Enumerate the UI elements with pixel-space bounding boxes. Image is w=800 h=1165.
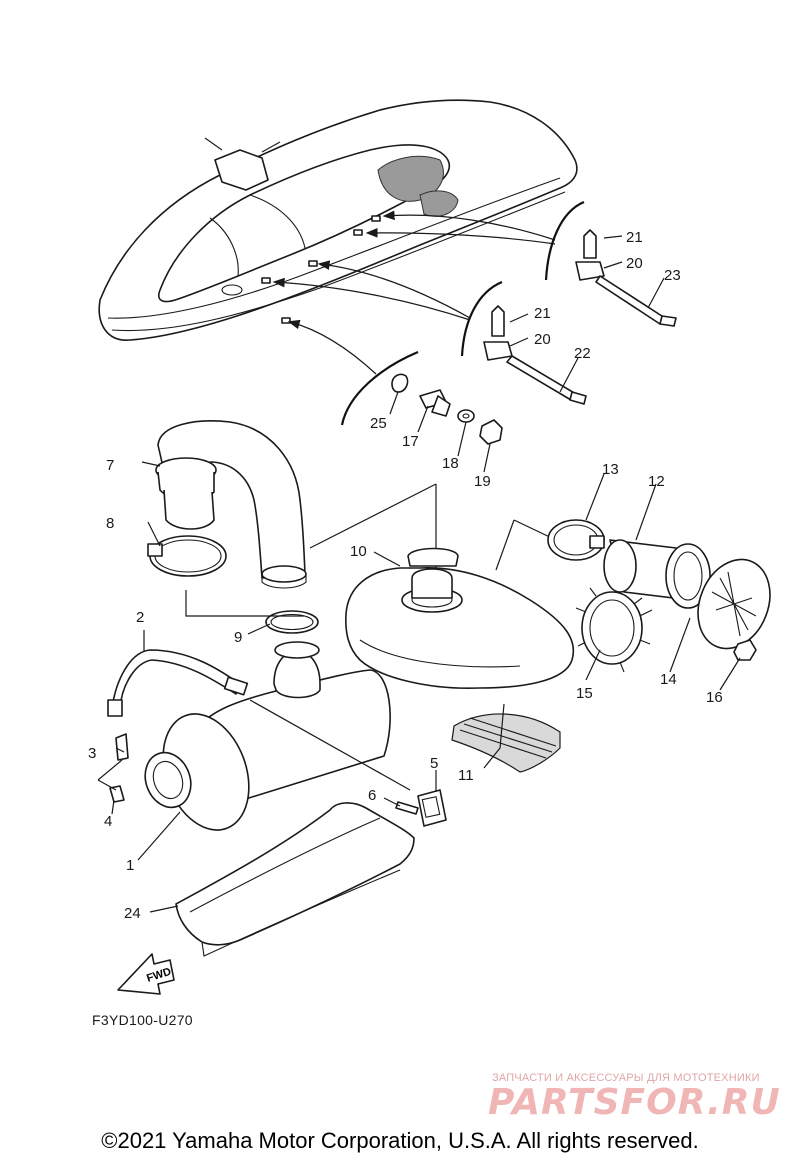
- callout-11: 11: [458, 767, 474, 784]
- callout-8: 8: [106, 515, 114, 532]
- pin-4: [109, 785, 125, 803]
- callout-20-upper: 20: [626, 255, 643, 272]
- reference-arrows: [272, 210, 556, 375]
- callout-18: 18: [442, 455, 459, 472]
- drain-fitting: [391, 373, 503, 445]
- outlet-pipe-12: [603, 539, 711, 609]
- callout-25: 25: [370, 415, 387, 432]
- end-cover-14: [697, 558, 771, 650]
- callout-16: 16: [706, 689, 723, 706]
- watermark-logo: PARTSFOR.RU: [488, 1082, 781, 1123]
- intake-duct: [155, 420, 307, 589]
- clamp-13: [547, 519, 605, 561]
- strap-2: [107, 649, 249, 717]
- plate-5: [417, 789, 447, 827]
- tray-24: [175, 802, 415, 957]
- fastener-set-upper: [575, 229, 677, 327]
- assembly-line-bracket: [249, 699, 411, 791]
- callout-21-middle: 21: [534, 305, 551, 322]
- callout-13: 13: [602, 461, 619, 478]
- callout-10: 10: [350, 543, 367, 560]
- hose-clamp-8: [147, 535, 227, 577]
- watermark-tagline: ЗАПЧАСТИ И АКСЕССУАРЫ ДЛЯ МОТОТЕХНИКИ: [492, 1072, 760, 1084]
- callout-1: 1: [126, 857, 134, 874]
- fastener-set-middle: [483, 305, 587, 405]
- callout-24: 24: [124, 905, 141, 922]
- callout-20-middle: 20: [534, 331, 551, 348]
- assembly-line-right: [495, 519, 557, 571]
- bolt-6: [395, 801, 419, 815]
- callout-12: 12: [648, 473, 665, 490]
- callout-9: 9: [234, 629, 242, 646]
- callout-5: 5: [430, 755, 438, 772]
- fwd-arrow: FWD: [117, 953, 175, 995]
- callout-15: 15: [576, 685, 593, 702]
- callout-7: 7: [106, 457, 114, 474]
- callout-22: 22: [574, 345, 591, 362]
- group-bracket-lower: [340, 350, 419, 426]
- callout-21-upper: 21: [626, 229, 643, 246]
- floor-mat-11: [451, 713, 561, 773]
- bracket-3: [115, 733, 129, 761]
- leader-lines: [111, 235, 741, 913]
- callout-3: 3: [88, 745, 96, 762]
- callout-14: 14: [660, 671, 677, 688]
- muffler-1: [144, 641, 391, 831]
- callout-23: 23: [664, 267, 681, 284]
- assembly-line-left: [97, 759, 123, 791]
- flange-ring-15: [575, 587, 651, 673]
- air-chamber-10: [345, 547, 575, 690]
- callout-19: 19: [474, 473, 491, 490]
- nut-16: [733, 639, 757, 661]
- callout-numbers: 1 2 3 4 5 6 7 8 9 10 11 12 13 14 15 16 1…: [88, 229, 723, 922]
- group-bracket-upper: [544, 200, 585, 281]
- callout-6: 6: [368, 787, 376, 804]
- hose-clamp-9: [265, 610, 319, 634]
- callout-17: 17: [402, 433, 419, 450]
- group-bracket-middle: [460, 280, 503, 357]
- copyright-text: ©2021 Yamaha Motor Corporation, U.S.A. A…: [101, 1128, 699, 1153]
- callout-4: 4: [104, 813, 112, 830]
- watercraft-hull: [98, 99, 578, 341]
- diagram-code: F3YD100-U270: [92, 1012, 193, 1028]
- callout-2: 2: [136, 609, 144, 626]
